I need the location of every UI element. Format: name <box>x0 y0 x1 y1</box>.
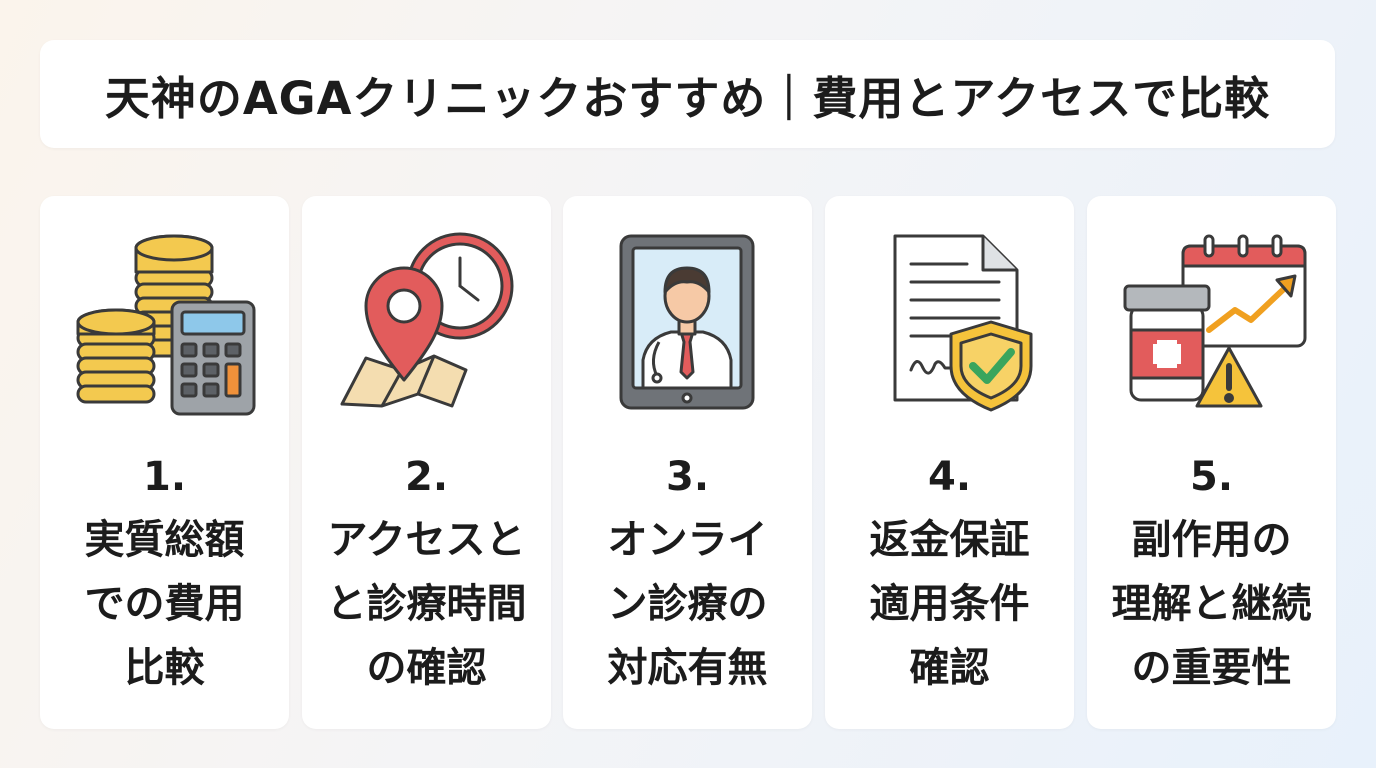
card-number: 2. <box>404 454 449 500</box>
coins-calculator-icon <box>64 230 264 420</box>
card-label: オンライ ン診療の 対応有無 <box>607 517 768 691</box>
medicine-calendar-warning-icon <box>1111 230 1311 420</box>
card-side-effects: 5. 副作用の 理解と継続 の重要性 <box>1087 196 1336 729</box>
card-label: 実質総額 での費用 比較 <box>84 517 245 691</box>
card-online-consultation: 3. オンライ ン診療の 対応有無 <box>563 196 812 729</box>
card-number: 1. <box>142 454 187 500</box>
tablet-doctor-icon <box>587 230 787 420</box>
title-banner: 天神のAGAクリニックおすすめ｜費用とアクセスで比較 <box>40 40 1335 148</box>
card-label: 副作用の 理解と継続 の重要性 <box>1111 517 1312 691</box>
card-refund-guarantee: 4. 返金保証 適用条件 確認 <box>825 196 1074 729</box>
card-access-hours: 2. アクセスと と診療時間 の確認 <box>302 196 551 729</box>
map-pin-clock-icon <box>326 230 526 420</box>
card-label: アクセスと と診療時間 の確認 <box>326 517 527 691</box>
card-number: 4. <box>927 454 972 500</box>
card-number: 3. <box>665 454 710 500</box>
card-cost-comparison: 1. 実質総額 での費用 比較 <box>40 196 289 729</box>
card-label: 返金保証 適用条件 確認 <box>869 517 1030 691</box>
page-title: 天神のAGAクリニックおすすめ｜費用とアクセスで比較 <box>104 71 1271 125</box>
card-number: 5. <box>1189 454 1234 500</box>
document-shield-icon <box>849 230 1049 420</box>
